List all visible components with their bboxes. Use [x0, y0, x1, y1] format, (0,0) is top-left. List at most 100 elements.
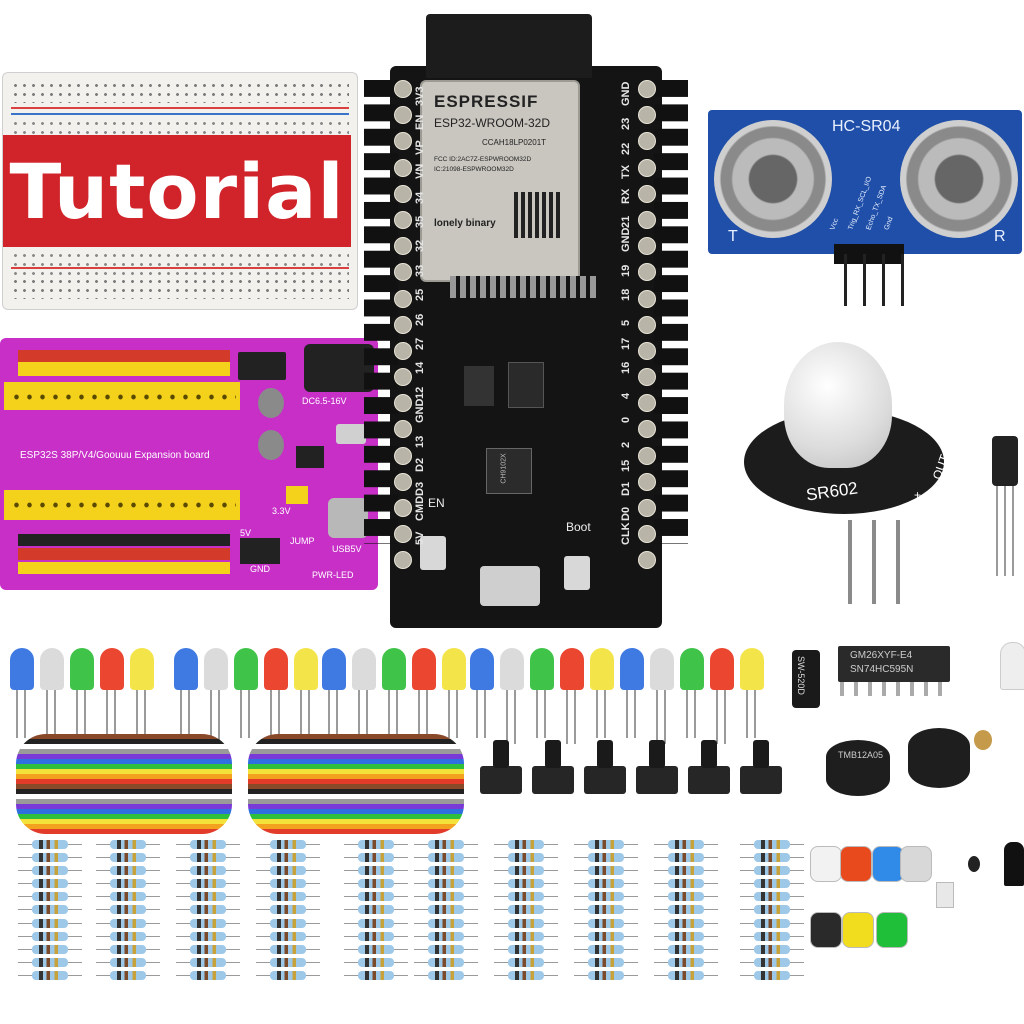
pin-pad — [394, 368, 412, 387]
dc-jack — [304, 344, 374, 392]
led — [322, 648, 346, 690]
left-pin-header — [364, 80, 398, 544]
led-leg — [604, 690, 606, 738]
shift-register-line1: GM26XYF-E4 — [850, 650, 913, 661]
resistor-group — [344, 840, 408, 984]
brand-logo: ESPRESSIF — [434, 92, 539, 111]
pir-pins — [848, 520, 910, 604]
micro-usb-connector — [480, 566, 540, 606]
left-pin-label: VP — [414, 140, 426, 155]
rgb-led — [1000, 642, 1024, 690]
pin-pad — [394, 551, 412, 570]
resistor — [344, 866, 408, 876]
button-cap — [900, 846, 932, 882]
ultrasonic-model: HC-SR04 — [832, 118, 901, 135]
resistor — [654, 918, 718, 928]
left-pin-label: D2 — [414, 457, 426, 472]
right-pin-label: TX — [620, 165, 632, 180]
resistor-group — [414, 840, 478, 984]
left-pin-label: 25 — [414, 288, 426, 302]
led-leg — [716, 690, 718, 744]
resistor — [96, 957, 160, 967]
left-pin-label: 5V — [414, 531, 426, 546]
rail-line-red — [11, 107, 349, 109]
pin-pad — [394, 525, 412, 544]
pin-pad — [394, 106, 412, 125]
resistor — [740, 931, 804, 941]
left-pin-label: 32 — [414, 240, 426, 253]
pin-pad — [638, 289, 656, 308]
shift-register-chip: GM26XYF-E4 SN74HC595N — [838, 646, 950, 682]
led — [174, 648, 198, 690]
left-pin-label: CMD — [414, 495, 426, 521]
pin-pad — [394, 289, 412, 308]
fcc-id: FCC ID:2AC7Z-ESPWROOM32D — [434, 156, 532, 163]
ic-id: IC:21098-ESPWROOM32D — [434, 166, 514, 173]
button-cap — [810, 912, 842, 948]
led-leg — [456, 690, 458, 738]
resistor — [96, 892, 160, 902]
pin-pad — [638, 80, 656, 98]
led-leg — [188, 690, 190, 738]
en-button[interactable] — [420, 536, 446, 570]
resistor — [256, 840, 320, 849]
led-leg — [596, 690, 598, 738]
pin-pad — [638, 341, 656, 360]
resistor — [494, 931, 558, 941]
ultrasonic-pins — [844, 254, 906, 306]
resistor — [344, 957, 408, 967]
led-leg — [514, 690, 516, 744]
usb-label: USB5V — [332, 544, 362, 554]
tact-button-cap — [649, 740, 665, 768]
resistor — [176, 970, 240, 980]
led — [40, 648, 64, 690]
led-leg — [248, 690, 250, 738]
receiver-mark: R — [994, 228, 1006, 245]
boot-label: Boot — [566, 520, 591, 534]
led-leg — [418, 690, 420, 744]
led-leg — [536, 690, 538, 738]
led-leg — [24, 690, 26, 738]
ultrasonic-receiver — [900, 120, 1018, 238]
resistor — [654, 931, 718, 941]
pin-pad — [394, 184, 412, 203]
resistor — [494, 905, 558, 915]
ultrasonic-pin-label: Vcc — [829, 217, 840, 231]
pin-pad — [394, 237, 412, 256]
resistor-group — [740, 840, 804, 984]
led-leg — [484, 690, 486, 738]
led-leg — [388, 690, 390, 738]
right-pin-label: 5 — [620, 319, 632, 326]
rail-line-red-bottom — [11, 267, 349, 269]
led-leg — [136, 690, 138, 738]
right-pin-label: 4 — [620, 392, 632, 399]
left-pads — [394, 80, 412, 578]
led-leg — [476, 690, 478, 738]
right-pin-label: 0 — [620, 417, 632, 424]
resistor — [96, 905, 160, 915]
rail-line-blue — [11, 113, 349, 115]
pin-pad — [638, 420, 656, 439]
resistor — [574, 905, 638, 915]
left-pin-label: 27 — [414, 337, 426, 350]
resistor — [414, 944, 478, 954]
tact-button — [740, 766, 782, 794]
resistor — [176, 879, 240, 889]
ultrasonic-pin-label: Gnd — [883, 216, 895, 231]
resistor — [654, 892, 718, 902]
pin-pad — [638, 315, 656, 334]
jumper-wires-1 — [16, 734, 232, 834]
expansion-board-title: ESP32S 38P/V4/Goouuu Expansion board — [20, 450, 210, 461]
led-leg — [574, 690, 576, 744]
resistor — [414, 853, 478, 863]
led-leg — [308, 690, 310, 738]
pin-pad — [638, 210, 656, 229]
tact-button-cap — [493, 740, 509, 768]
resistor — [18, 905, 82, 915]
resistor — [96, 840, 160, 849]
led-leg — [634, 690, 636, 738]
right-pin-label: 21 — [620, 215, 632, 228]
right-pin-label: D1 — [620, 482, 632, 497]
boot-button[interactable] — [564, 556, 590, 590]
button-cap — [842, 912, 874, 948]
